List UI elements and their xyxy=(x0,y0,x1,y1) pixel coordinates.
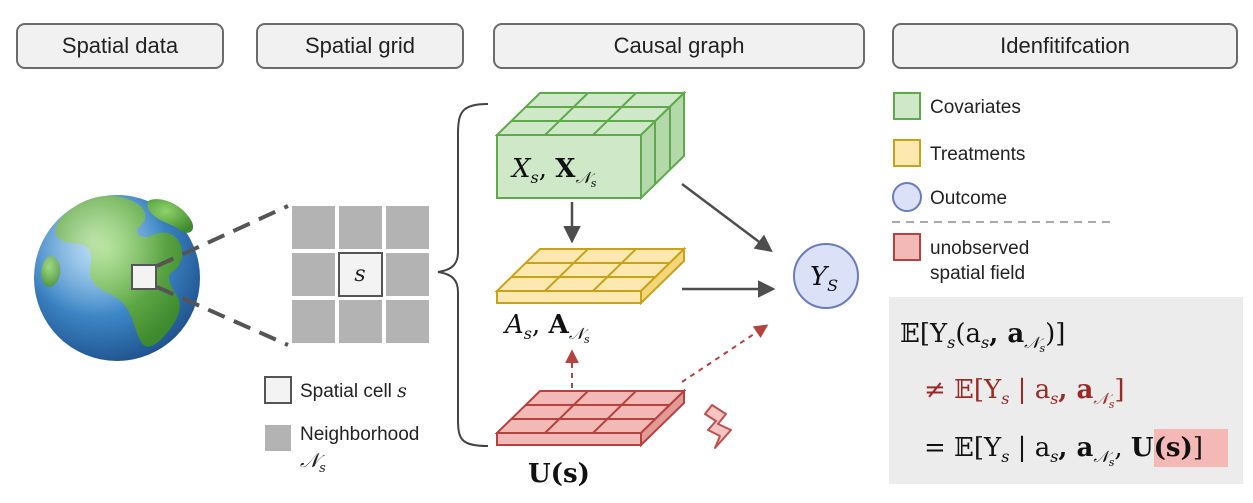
arrow-unobserved-to-outcome xyxy=(681,324,769,383)
legend-cell-label: Spatial cell s xyxy=(300,380,407,402)
header-spatial-grid: Spatial grid xyxy=(256,23,464,69)
curly-brace xyxy=(437,103,489,447)
arrow-covariates-to-outcome xyxy=(681,183,773,253)
legend-unobserved-label-1: unobserved xyxy=(930,238,1029,259)
unobserved-label: U(s) xyxy=(528,459,590,489)
zoom-line-bottom xyxy=(156,285,289,347)
outcome-node xyxy=(793,243,859,309)
lightning-icon xyxy=(704,404,732,449)
equation-highlight xyxy=(1154,429,1228,467)
covariates-block xyxy=(494,90,687,201)
equation-line-1: 𝔼[Ys(as, a𝒩s)] xyxy=(900,319,1065,355)
covariates-label: Xs, X𝒩s xyxy=(510,154,597,190)
treatments-label: As, A𝒩s xyxy=(503,310,590,346)
header-spatial-data: Spatial data xyxy=(16,23,224,69)
legend-neighborhood-swatch xyxy=(265,425,291,451)
legend-treatments-swatch xyxy=(893,139,921,167)
legend-covariates-swatch xyxy=(893,92,921,120)
outcome-label: YS xyxy=(810,262,838,295)
equation-line-3: = 𝔼[Ys | as, a𝒩s, U(s)] xyxy=(924,433,1203,469)
equation-line-2: ≠ 𝔼[Ys | as, a𝒩s] xyxy=(924,375,1125,411)
legend-unobserved-swatch xyxy=(893,233,921,261)
legend-unobserved-label-2: spatial field xyxy=(930,263,1025,284)
legend-outcome-label: Outcome xyxy=(930,188,1007,209)
legend-covariates-label: Covariates xyxy=(930,97,1021,118)
treatments-block xyxy=(494,246,687,306)
legend-neighborhood-symbol: 𝒩s xyxy=(300,448,326,476)
legend-neighborhood-label: Neighborhood xyxy=(300,424,419,445)
grid-center-cell-label: s xyxy=(354,262,365,287)
legend-treatments-label: Treatments xyxy=(930,144,1025,165)
header-causal-graph: Causal graph xyxy=(493,23,865,69)
legend-outcome-swatch xyxy=(892,182,922,212)
legend-cell-swatch xyxy=(264,376,292,404)
globe-icon xyxy=(34,195,200,361)
spatial-grid xyxy=(292,206,429,343)
header-identification: Idenfitifcation xyxy=(892,23,1238,69)
unobserved-block xyxy=(494,388,687,448)
zoom-line-top xyxy=(156,204,289,268)
